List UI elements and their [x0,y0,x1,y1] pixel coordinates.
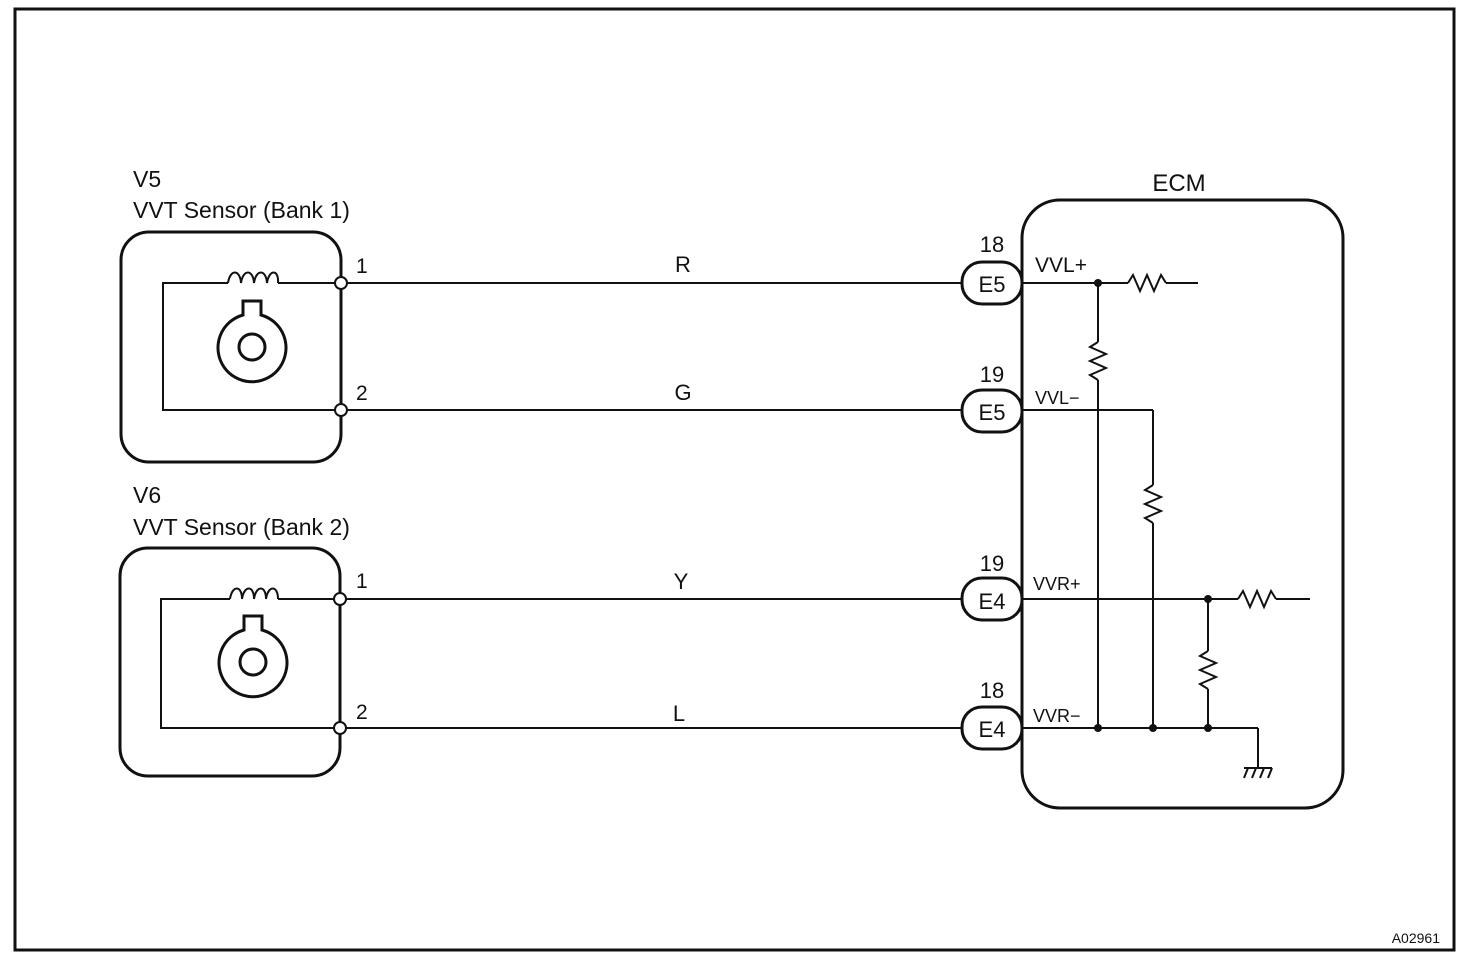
connector-e5-label: E5 [979,272,1006,297]
sensor-bank2-pin2-label: 2 [356,701,368,724]
connector-e4-label: E4 [979,589,1006,614]
sensor-bank2-pin2-terminal [333,721,347,735]
junction-dot [1094,724,1102,732]
ecm-pin-19-e4: 19 [980,551,1004,576]
ecm-label: ECM [1152,170,1205,197]
sensor-bank1-code: V5 [133,166,161,192]
coil-icon [229,587,279,600]
ecm-body [1020,198,1345,810]
diagram-frame [13,7,1456,952]
wire-color-l: L [673,701,685,726]
connector-e4-label: E4 [979,717,1006,742]
sensor-bank1-pin2-label: 2 [356,382,368,405]
ecm-pin-18-e5: 18 [980,232,1004,257]
sensor-bank1-body [119,230,343,464]
rotor-icon [216,299,288,384]
coil-icon [227,271,280,284]
terminal-vvr-minus: VVR− [1033,706,1081,726]
terminal-vvl-plus: VVL+ [1035,254,1087,277]
sensor-bank2-internal-circuit [160,587,340,729]
sensor-bank1-pin2-terminal [334,403,348,417]
sensor-bank1-name: VVT Sensor (Bank 1) [133,197,350,223]
terminal-vvr-plus: VVR+ [1033,574,1081,594]
sensor-bank2-pin1-terminal [333,592,347,606]
resistor-icon [1142,484,1164,524]
wire-color-r: R [675,252,691,277]
rotor-icon [217,614,289,699]
ecm-internal-circuit [1022,272,1310,779]
ecm-pin-19-e5: 19 [980,362,1004,387]
resistor-icon [1087,341,1109,381]
wire-color-g: G [674,380,691,405]
junction-dot [1149,724,1157,732]
ground-icon [1243,767,1273,779]
resistor-icon [1237,588,1277,610]
sensor-bank2-code: V6 [133,482,161,508]
sensor-bank2-name: VVT Sensor (Bank 2) [133,514,350,540]
sensor-bank2-body [118,546,342,778]
junction-dot [1204,724,1212,732]
sensor-bank1-pin1-label: 1 [356,255,368,278]
terminal-vvl-minus: VVL− [1035,388,1080,408]
resistor-icon [1127,272,1167,294]
figure-id: A02961 [1392,930,1440,946]
wire-color-y: Y [674,569,689,594]
resistor-icon [1197,650,1219,690]
connector-e5-label: E5 [979,400,1006,425]
sensor-bank2-pin1-label: 1 [356,570,368,593]
ecm-pin-18-e4: 18 [980,678,1004,703]
sensor-bank1-internal-circuit [162,271,341,411]
sensor-bank1-pin1-terminal [334,276,348,290]
